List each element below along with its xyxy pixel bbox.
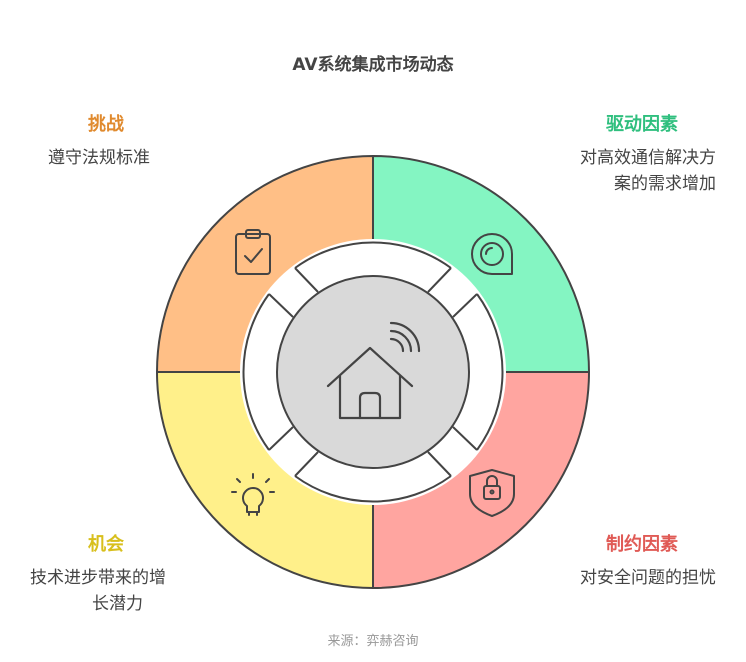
smart-home-icon xyxy=(326,321,421,420)
constraint-description: 对安全问题的担忧 xyxy=(580,565,716,591)
opportunity-description-line: 长潜力 xyxy=(92,594,143,614)
constraint-description-line: 对安全问题的担忧 xyxy=(580,568,716,588)
challenge-heading: 挑战 xyxy=(88,114,124,135)
center-circle xyxy=(276,275,470,469)
page-title: AV系统集成市场动态 xyxy=(292,55,454,75)
arc-band-left xyxy=(242,293,270,451)
chat-bubble-icon xyxy=(471,233,513,275)
opportunity-description: 技术进步带来的增 长潜力 xyxy=(30,565,166,617)
padlock-shield-icon xyxy=(469,469,515,517)
arc-band-top xyxy=(294,241,452,269)
arc-band-bottom xyxy=(294,475,452,503)
arc-band-right xyxy=(476,293,504,451)
challenge-description: 遵守法规标准 xyxy=(48,145,150,171)
opportunity-heading: 机会 xyxy=(88,534,124,555)
clipboard-check-icon xyxy=(235,229,271,275)
driver-description-line: 对高效通信解决方 xyxy=(580,148,716,168)
arc-bands xyxy=(242,241,504,503)
driver-description: 对高效通信解决方 案的需求增加 xyxy=(580,145,716,197)
driver-description-line: 案的需求增加 xyxy=(614,174,716,194)
opportunity-description-line: 技术进步带来的增 xyxy=(30,568,166,588)
driver-heading: 驱动因素 xyxy=(606,114,678,135)
lightbulb-icon xyxy=(231,473,275,516)
challenge-description-line: 遵守法规标准 xyxy=(48,148,150,168)
source-note: 来源：弈赫咨询 xyxy=(327,634,419,649)
constraint-heading: 制约因素 xyxy=(606,534,678,555)
